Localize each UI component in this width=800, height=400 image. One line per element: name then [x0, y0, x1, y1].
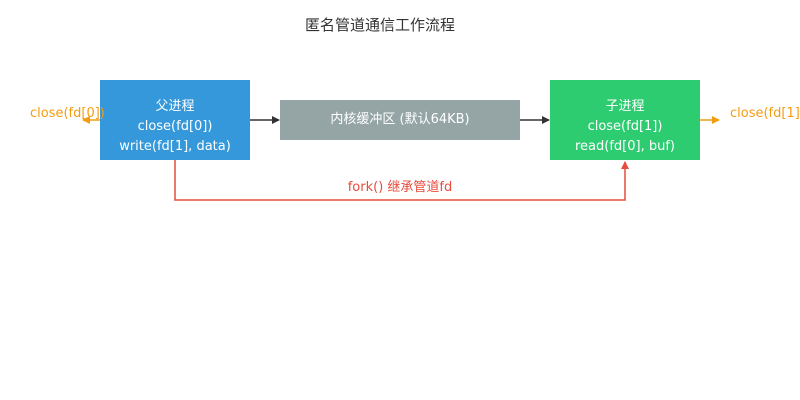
left-close-label: close(fd[0]) [30, 106, 105, 121]
child-close-call: close(fd[1]) [587, 119, 663, 134]
parent-write-call: write(fd[1], data) [119, 139, 231, 154]
kernel-buffer-label: 内核缓冲区 (默认64KB) [330, 112, 470, 127]
arrow-fork-inherit [174, 160, 629, 201]
child-read-call: read(fd[0], buf) [575, 139, 675, 154]
diagram-title: 匿名管道通信工作流程 [304, 16, 455, 34]
child-process-box: 子进程 close(fd[1]) read(fd[0], buf) [550, 80, 700, 160]
right-close-label: close(fd[1] [730, 106, 800, 121]
parent-process-box: 父进程 close(fd[0]) write(fd[1], data) [100, 80, 250, 160]
kernel-buffer-box: 内核缓冲区 (默认64KB) [280, 100, 520, 140]
child-process-name: 子进程 [605, 99, 645, 114]
fork-label: fork() 继承管道fd [347, 180, 453, 195]
parent-process-name: 父进程 [155, 99, 195, 114]
parent-close-call: close(fd[0]) [137, 119, 213, 134]
